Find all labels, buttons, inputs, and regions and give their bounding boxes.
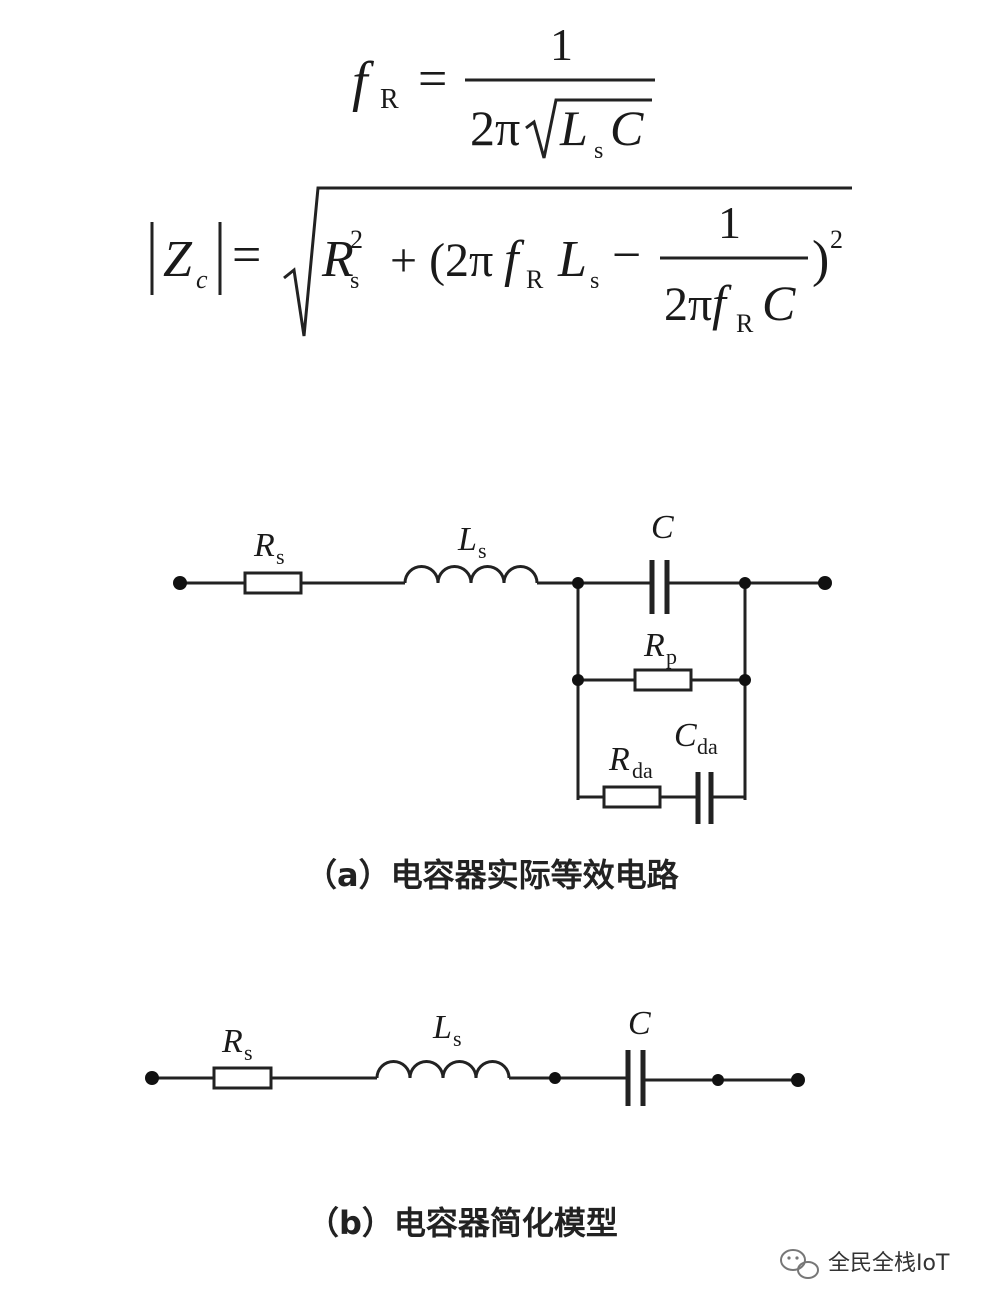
f2-Z: Z xyxy=(163,231,193,288)
wechat-icon xyxy=(780,1249,819,1279)
a-label-rp-sub: p xyxy=(666,644,677,669)
f2-R-sub: s xyxy=(350,268,359,294)
a-node-3 xyxy=(572,674,584,686)
a-caption: （a）电容器实际等效电路 xyxy=(305,856,680,894)
f1-numerator: 1 xyxy=(550,19,573,70)
a-resistor-rda xyxy=(602,785,662,809)
f2-frac-den-2pi: 2π xyxy=(664,278,712,331)
f2-R: R xyxy=(321,231,354,288)
f1-lhs-sub: R xyxy=(380,84,399,115)
f2-frac-den-f: f xyxy=(712,275,732,331)
a-label-cda-sub: da xyxy=(697,734,718,759)
f1-den-L: L xyxy=(559,100,588,156)
f2-plus-open: + (2π xyxy=(390,234,493,287)
b-resistor-rs xyxy=(212,1066,273,1090)
b-label-rs: R xyxy=(221,1023,243,1060)
b-node-2 xyxy=(712,1074,724,1086)
a-inductor-ls xyxy=(403,565,539,584)
formula-impedance: Z c = R 2 s + (2π f R L s − 1 2π f R C )… xyxy=(150,186,852,338)
a-node-2 xyxy=(739,577,751,589)
b-terminal-right xyxy=(791,1073,805,1087)
f2-L: L xyxy=(557,231,587,288)
a-resistor-rp xyxy=(633,668,693,692)
f2-close-sup: 2 xyxy=(830,225,843,254)
b-terminal-left xyxy=(145,1071,159,1085)
circuit-a-actual: R s L s C R p R da C da （a）电容器实际等效电路 xyxy=(173,509,832,894)
f2-sqrt-sign xyxy=(283,186,852,337)
a-label-rp: R xyxy=(643,627,665,664)
watermark: 全民全栈IoT xyxy=(780,1249,950,1279)
f1-sqrt-sign xyxy=(525,98,652,159)
f1-den-C: C xyxy=(610,100,644,156)
a-label-c: C xyxy=(651,509,674,546)
a-label-rda-sub: da xyxy=(632,758,653,783)
f2-frac-num: 1 xyxy=(718,197,741,248)
formula-resonant-frequency: f R = 1 2π L s C xyxy=(352,19,655,164)
f1-den-L-sub: s xyxy=(594,138,603,164)
b-node-1 xyxy=(549,1072,561,1084)
f1-equals: = xyxy=(418,51,447,108)
f2-f-sub: R xyxy=(526,265,544,294)
a-label-ls: L xyxy=(457,521,477,558)
a-label-rda: R xyxy=(608,741,630,778)
a-label-rs-sub: s xyxy=(276,544,285,569)
a-label-rs: R xyxy=(253,527,275,564)
circuit-b-simplified: R s L s C （b）电容器简化模型 xyxy=(145,1005,805,1242)
b-inductor-ls xyxy=(375,1060,511,1079)
b-label-c: C xyxy=(628,1005,651,1042)
a-terminal-left xyxy=(173,576,187,590)
f2-Z-sub: c xyxy=(196,265,208,294)
f1-den-2pi: 2π xyxy=(470,100,520,156)
f2-frac-den-f-sub: R xyxy=(736,309,754,338)
f2-f: f xyxy=(504,231,525,288)
a-node-1 xyxy=(572,577,584,589)
b-label-rs-sub: s xyxy=(244,1040,253,1065)
f2-frac-den-C: C xyxy=(762,275,796,331)
a-node-4 xyxy=(739,674,751,686)
f2-close-paren: ) xyxy=(812,231,829,288)
watermark-text: 全民全栈IoT xyxy=(828,1251,950,1276)
b-label-ls: L xyxy=(432,1009,452,1046)
a-label-cda: C xyxy=(674,717,697,754)
f1-lhs-f: f xyxy=(352,51,375,113)
a-label-ls-sub: s xyxy=(478,538,487,563)
b-caption: （b）电容器简化模型 xyxy=(307,1204,618,1242)
b-label-ls-sub: s xyxy=(453,1026,462,1051)
a-resistor-rs xyxy=(243,571,303,595)
f2-R-sup: 2 xyxy=(350,225,363,254)
f2-equals: = xyxy=(232,227,261,284)
f2-L-sub: s xyxy=(590,268,599,294)
f2-minus: − xyxy=(612,227,641,284)
a-terminal-right xyxy=(818,576,832,590)
